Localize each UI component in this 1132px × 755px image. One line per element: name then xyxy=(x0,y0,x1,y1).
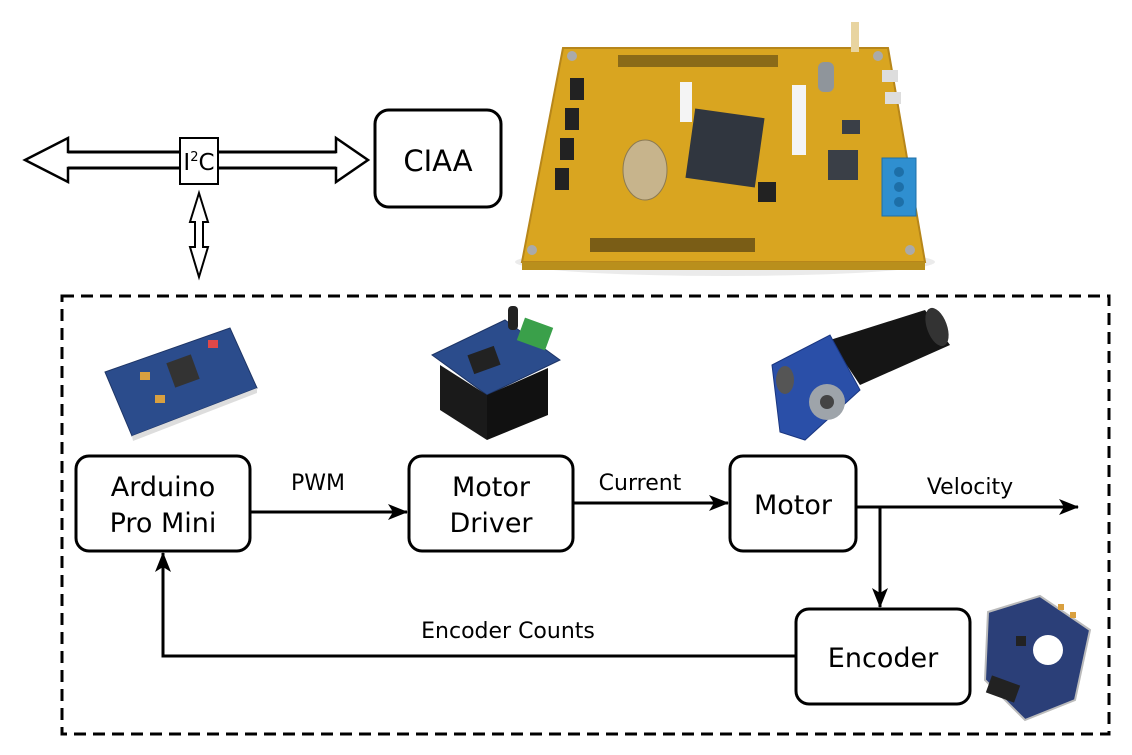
motor-block: Motor xyxy=(728,454,858,553)
i2c-label-tail: C xyxy=(199,150,215,176)
driver-label-line1: Motor xyxy=(452,472,531,503)
motor-driver-block: Motor Driver xyxy=(407,454,575,553)
encoder-counts-label: Encoder Counts xyxy=(421,619,595,644)
pwm-label: PWM xyxy=(291,471,345,496)
gear-motor-image xyxy=(771,307,950,441)
svg-text:I2C: I2C xyxy=(183,150,214,176)
arduino-block: Arduino Pro Mini xyxy=(74,454,252,553)
motor-driver-image xyxy=(431,306,561,440)
i2c-bus-arrow xyxy=(22,135,371,185)
encoder-block: Encoder xyxy=(794,607,972,706)
i2c-vertical-arrow xyxy=(188,189,210,281)
encoder-label: Encoder xyxy=(828,643,939,674)
arduino-label-line1: Arduino xyxy=(111,472,215,503)
encoder-counts-feedback-arrow xyxy=(155,552,796,658)
i2c-label-main: I xyxy=(183,150,190,176)
driver-label-line2: Driver xyxy=(449,508,533,539)
i2c-label-sup: 2 xyxy=(190,150,198,165)
subsystem-boundary xyxy=(60,294,1111,736)
ciaa-board-image xyxy=(515,22,935,276)
arduino-pro-mini-image xyxy=(104,327,258,441)
i2c-label-box: I2C xyxy=(179,137,219,185)
velocity-label: Velocity xyxy=(927,475,1013,500)
ciaa-block: CIAA xyxy=(373,108,503,209)
ciaa-label: CIAA xyxy=(403,144,472,178)
current-label: Current xyxy=(599,471,682,496)
encoder-image xyxy=(983,594,1092,722)
arduino-label-line2: Pro Mini xyxy=(110,508,217,539)
motor-label: Motor xyxy=(754,490,833,521)
